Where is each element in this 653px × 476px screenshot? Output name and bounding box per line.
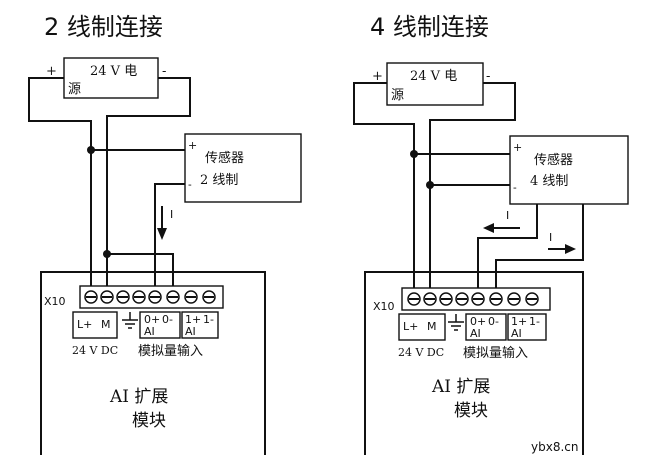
label-ai1: AI (511, 327, 522, 340)
module-label-1: AI 扩展 (431, 377, 490, 397)
label-m: M (101, 318, 111, 331)
terminal-screw (439, 292, 453, 306)
power-minus-sign: - (162, 64, 166, 79)
wire-power-minus (429, 82, 516, 290)
label-1minus: 1- (203, 313, 214, 326)
wire-sensor-minus (154, 183, 185, 290)
wire-signal-plus (477, 204, 538, 290)
current-label-out: I (549, 231, 552, 244)
sensor-plus-sign: + (188, 139, 197, 152)
power-supply-label-1: 24 V 电 (410, 69, 457, 84)
current-arrow-in-head (483, 223, 494, 233)
label-0plus: 0+ (470, 315, 486, 328)
diagram-title: 2 线制连接 (44, 13, 163, 41)
sensor-label-1: 传感器 (534, 152, 573, 168)
junction-dot (426, 181, 434, 189)
power-supply-label-2: 源 (68, 82, 81, 97)
module-label-1: AI 扩展 (109, 387, 168, 407)
diagram-4wire: 4 线制连接 24 V 电 源 + - 传感器 4 线制 + - I I (353, 13, 629, 455)
terminal-screw (407, 292, 421, 306)
diagram-2wire: 2 线制连接 24 V 电 源 + - 传感器 2 线制 + - I X10 (28, 13, 302, 455)
terminal-screw (148, 290, 162, 304)
terminal-screw (202, 290, 216, 304)
label-ai0: AI (144, 325, 155, 338)
module-label-2: 模块 (454, 401, 488, 421)
wire-power-plus (353, 82, 415, 290)
terminal-block-label: X10 (373, 300, 395, 313)
terminal-screw (100, 290, 114, 304)
label-1plus: 1+ (185, 313, 201, 326)
power-supply-label-1: 24 V 电 (90, 64, 137, 79)
label-lplus: L+ (403, 320, 418, 333)
terminal-screw (84, 290, 98, 304)
wire-power-minus (106, 77, 191, 290)
label-box-ai1 (507, 313, 547, 341)
junction-dot (103, 250, 111, 258)
terminal-screw (455, 292, 469, 306)
label-0plus: 0+ (144, 313, 160, 326)
sensor-minus-sign: - (513, 181, 517, 194)
sensor-label-2: 2 线制 (200, 173, 238, 188)
label-1plus: 1+ (511, 315, 527, 328)
ground-icon (448, 314, 464, 331)
terminal-screws (84, 290, 216, 304)
sensor-box (184, 133, 302, 203)
terminal-screws (407, 292, 539, 306)
watermark: ybx8.cn (531, 440, 578, 454)
power-supply-label-2: 源 (391, 88, 404, 103)
label-lplus: L+ (77, 318, 92, 331)
wire-power-plus (28, 77, 92, 290)
sensor-label-1: 传感器 (205, 150, 244, 166)
wire-signal-minus (495, 204, 584, 290)
junction-dot (410, 150, 418, 158)
label-m: M (427, 320, 437, 333)
terminal-screw (525, 292, 539, 306)
ground-icon (122, 312, 138, 329)
current-arrow-head (157, 228, 167, 240)
wire-m-to-0minus (107, 253, 174, 290)
label-box-ai0 (139, 311, 181, 339)
terminal-screw (423, 292, 437, 306)
current-label: I (170, 208, 173, 221)
supply-label: 24 V DC (72, 344, 118, 357)
terminal-screw (132, 290, 146, 304)
input-label: 模拟量输入 (463, 345, 528, 361)
label-0minus: 0- (162, 313, 173, 326)
terminal-block-label: X10 (44, 295, 66, 308)
terminal-screw (489, 292, 503, 306)
module-outline (364, 271, 584, 455)
label-box-supply (72, 311, 118, 339)
label-box-ai1 (181, 311, 219, 339)
terminal-screw (184, 290, 198, 304)
power-plus-sign: + (46, 64, 57, 79)
label-ai0: AI (470, 327, 481, 340)
module-outline (40, 271, 266, 455)
label-ai1: AI (185, 325, 196, 338)
sensor-minus-sign: - (188, 178, 192, 191)
terminal-screw (507, 292, 521, 306)
label-box-ai0 (465, 313, 507, 341)
power-minus-sign: - (486, 69, 490, 84)
label-box-supply (398, 313, 446, 341)
sensor-box (509, 135, 629, 205)
junction-dot (87, 146, 95, 154)
power-plus-sign: + (372, 69, 383, 84)
sensor-label-2: 4 线制 (530, 174, 568, 189)
terminal-screw (471, 292, 485, 306)
module-label-2: 模块 (132, 411, 166, 431)
current-arrow-out-head (565, 244, 576, 254)
current-label-in: I (506, 209, 509, 222)
input-label: 模拟量输入 (138, 343, 203, 359)
diagram-title: 4 线制连接 (370, 13, 489, 41)
label-1minus: 1- (529, 315, 540, 328)
sensor-plus-sign: + (513, 141, 522, 154)
supply-label: 24 V DC (398, 346, 444, 359)
terminal-screw (166, 290, 180, 304)
terminal-screw (116, 290, 130, 304)
label-0minus: 0- (488, 315, 499, 328)
